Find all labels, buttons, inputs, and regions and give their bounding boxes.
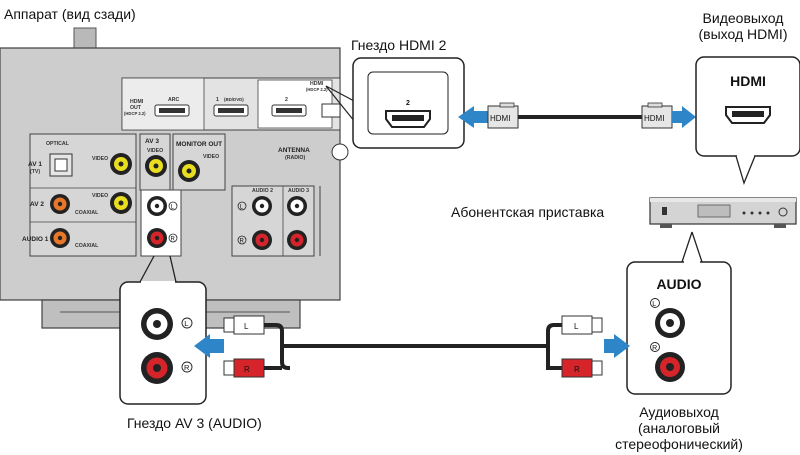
hdmi1-label: 1: [216, 97, 219, 103]
audio-out-callout: AUDIO L R: [626, 231, 732, 395]
r-plug-right-label: R: [574, 365, 580, 374]
av3-audio-callout: L R: [119, 255, 207, 405]
svg-text:OUT: OUT: [130, 105, 142, 111]
svg-text:R: R: [240, 238, 245, 244]
svg-text:(RADIO): (RADIO): [285, 155, 305, 161]
audio-out-label-3: стереофонический): [615, 436, 743, 452]
optical-label: OPTICAL: [46, 141, 70, 147]
audio3-label: AUDIO 3: [288, 188, 309, 194]
arrow-into-hdmi2-icon: [458, 106, 474, 128]
svg-text:(BD/DVD): (BD/DVD): [224, 97, 244, 102]
unit-rear-label: Аппарат (вид сзади): [4, 6, 136, 22]
av2-label: AV 2: [30, 201, 44, 208]
svg-text:L: L: [184, 319, 188, 328]
video-out-callout: HDMI: [695, 56, 800, 185]
hdmi2-callout: 2: [325, 57, 465, 149]
hdmi-device-title: HDMI: [730, 73, 766, 89]
audio-device-title: AUDIO: [656, 276, 701, 292]
svg-text:(TV): (TV): [30, 169, 40, 175]
hdmi2-port-number: 2: [406, 100, 410, 107]
set-top-box-label: Абонентская приставка: [451, 204, 604, 220]
l-plug-right-label: L: [574, 322, 579, 331]
svg-text:L: L: [171, 204, 175, 210]
audio1-label: AUDIO 1: [22, 236, 49, 243]
svg-text:VIDEO: VIDEO: [92, 156, 108, 162]
arc-label: ARC: [168, 97, 179, 103]
l-plug-left-label: L: [244, 322, 249, 331]
set-top-box: [649, 197, 797, 228]
video-out-label-1: Видеовыход: [703, 10, 784, 26]
arrow-into-av3-icon: [194, 334, 210, 358]
r-plug-left-label: R: [244, 365, 250, 374]
svg-text:R: R: [652, 345, 657, 352]
svg-text:L: L: [240, 204, 244, 210]
svg-text:L: L: [652, 301, 656, 308]
svg-text:COAXIAL: COAXIAL: [75, 243, 99, 249]
hdmi-in-title: HDMI: [310, 81, 324, 87]
hdmi-plug-right-label: HDMI: [644, 114, 664, 123]
audio2-label: AUDIO 2: [252, 188, 273, 194]
hdmi-out-label: HDMI: [130, 99, 144, 105]
hdmi2-jack-label: Гнездо HDMI 2: [351, 37, 447, 53]
audio-out-label-1: Аудиовыход: [639, 404, 718, 420]
rca-cable: L R L R: [194, 315, 630, 378]
hdmi2-label: 2: [285, 97, 288, 103]
svg-text:R: R: [184, 363, 190, 372]
svg-text:R: R: [171, 236, 176, 242]
av3-audio-jack-label: Гнездо AV 3 (AUDIO): [127, 415, 262, 431]
svg-text:VIDEO: VIDEO: [92, 193, 108, 199]
hdmi-plug-left-label: HDMI: [490, 114, 510, 123]
svg-text:VIDEO: VIDEO: [203, 154, 219, 160]
svg-text:COAXIAL: COAXIAL: [75, 210, 99, 216]
audio-out-label-2: (аналоговый: [638, 420, 720, 436]
av1-label: AV 1: [28, 161, 42, 168]
svg-text:(HDCP 2.2): (HDCP 2.2): [306, 87, 328, 92]
antenna-label: ANTENNA: [278, 147, 310, 154]
receiver-rear-panel: HDMI OUT (HDCP 2.2) ARC 1 (BD/DVD) HDMI …: [0, 27, 349, 329]
arrow-from-video-out-icon: [682, 106, 696, 128]
arrow-from-audio-out-icon: [614, 334, 630, 358]
hdmi-cable: HDMI HDMI: [458, 102, 696, 129]
monitor-out-label: MONITOR OUT: [176, 141, 222, 148]
video-out-label-2: (выход HDMI): [699, 26, 788, 42]
svg-text:VIDEO: VIDEO: [147, 148, 163, 154]
svg-text:(HDCP 2.2): (HDCP 2.2): [124, 111, 146, 116]
av3-label: AV 3: [145, 138, 159, 145]
